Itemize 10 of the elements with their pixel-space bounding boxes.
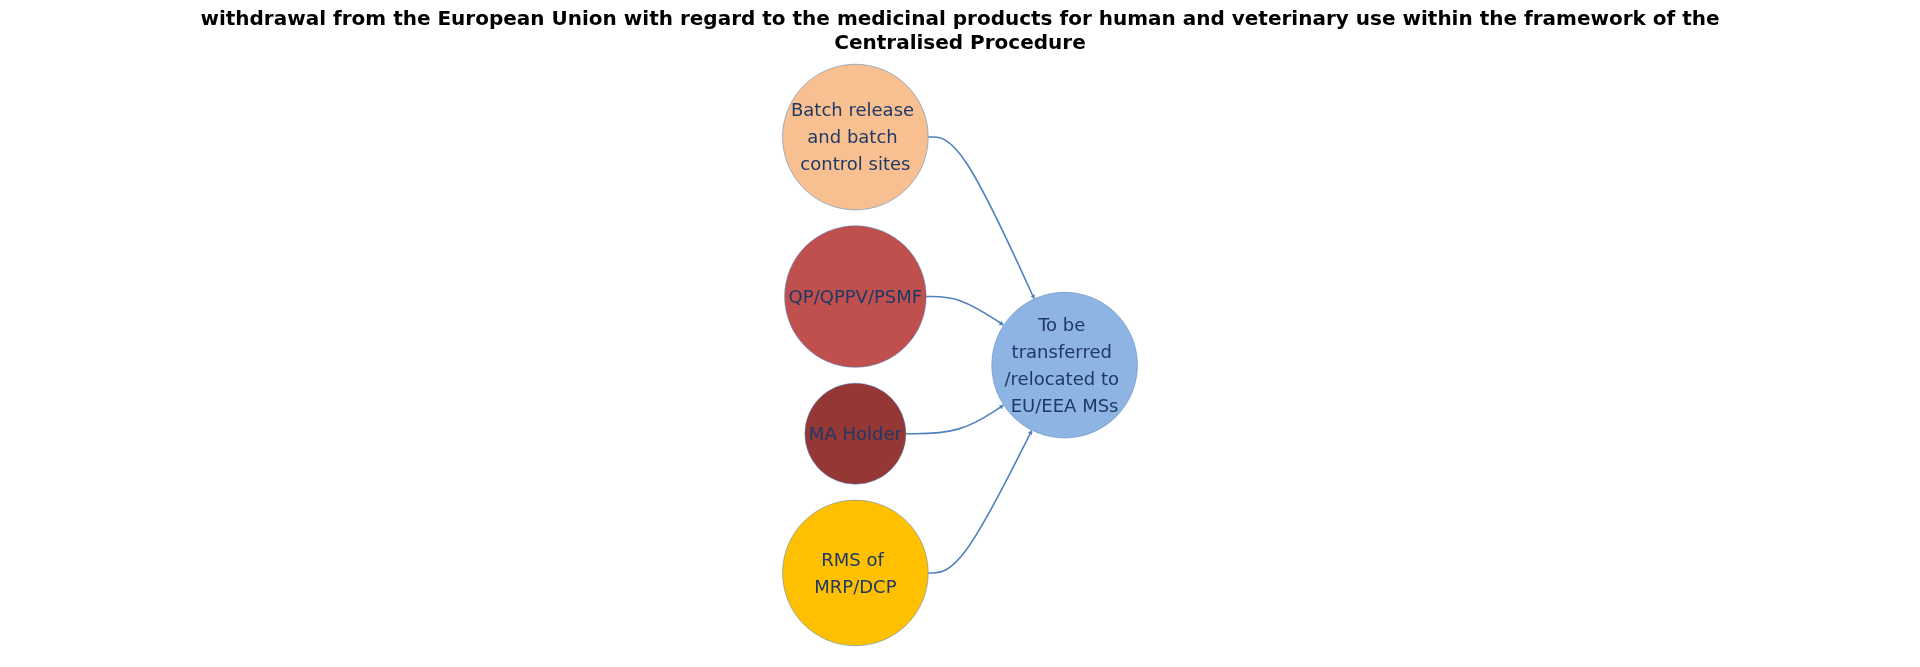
node-circle: To be transferred /relocated to EU/EEA MSs [991, 292, 1138, 439]
node-circle: QP/QPPV/PSMF [784, 225, 927, 368]
diagram-title: withdrawal from the European Union with regard to the medicinal products for human and veterinary use within the framework of the Centralised Procedure [200, 6, 1720, 54]
arrow [927, 429, 1033, 574]
node-circle: MA Holder [804, 382, 907, 485]
arrow [925, 295, 1004, 326]
node-circle: Batch release and batch control sites [782, 63, 929, 211]
node-circle: RMS of MRP/DCP [782, 499, 929, 647]
arrow [905, 404, 1004, 435]
arrow [927, 136, 1035, 300]
